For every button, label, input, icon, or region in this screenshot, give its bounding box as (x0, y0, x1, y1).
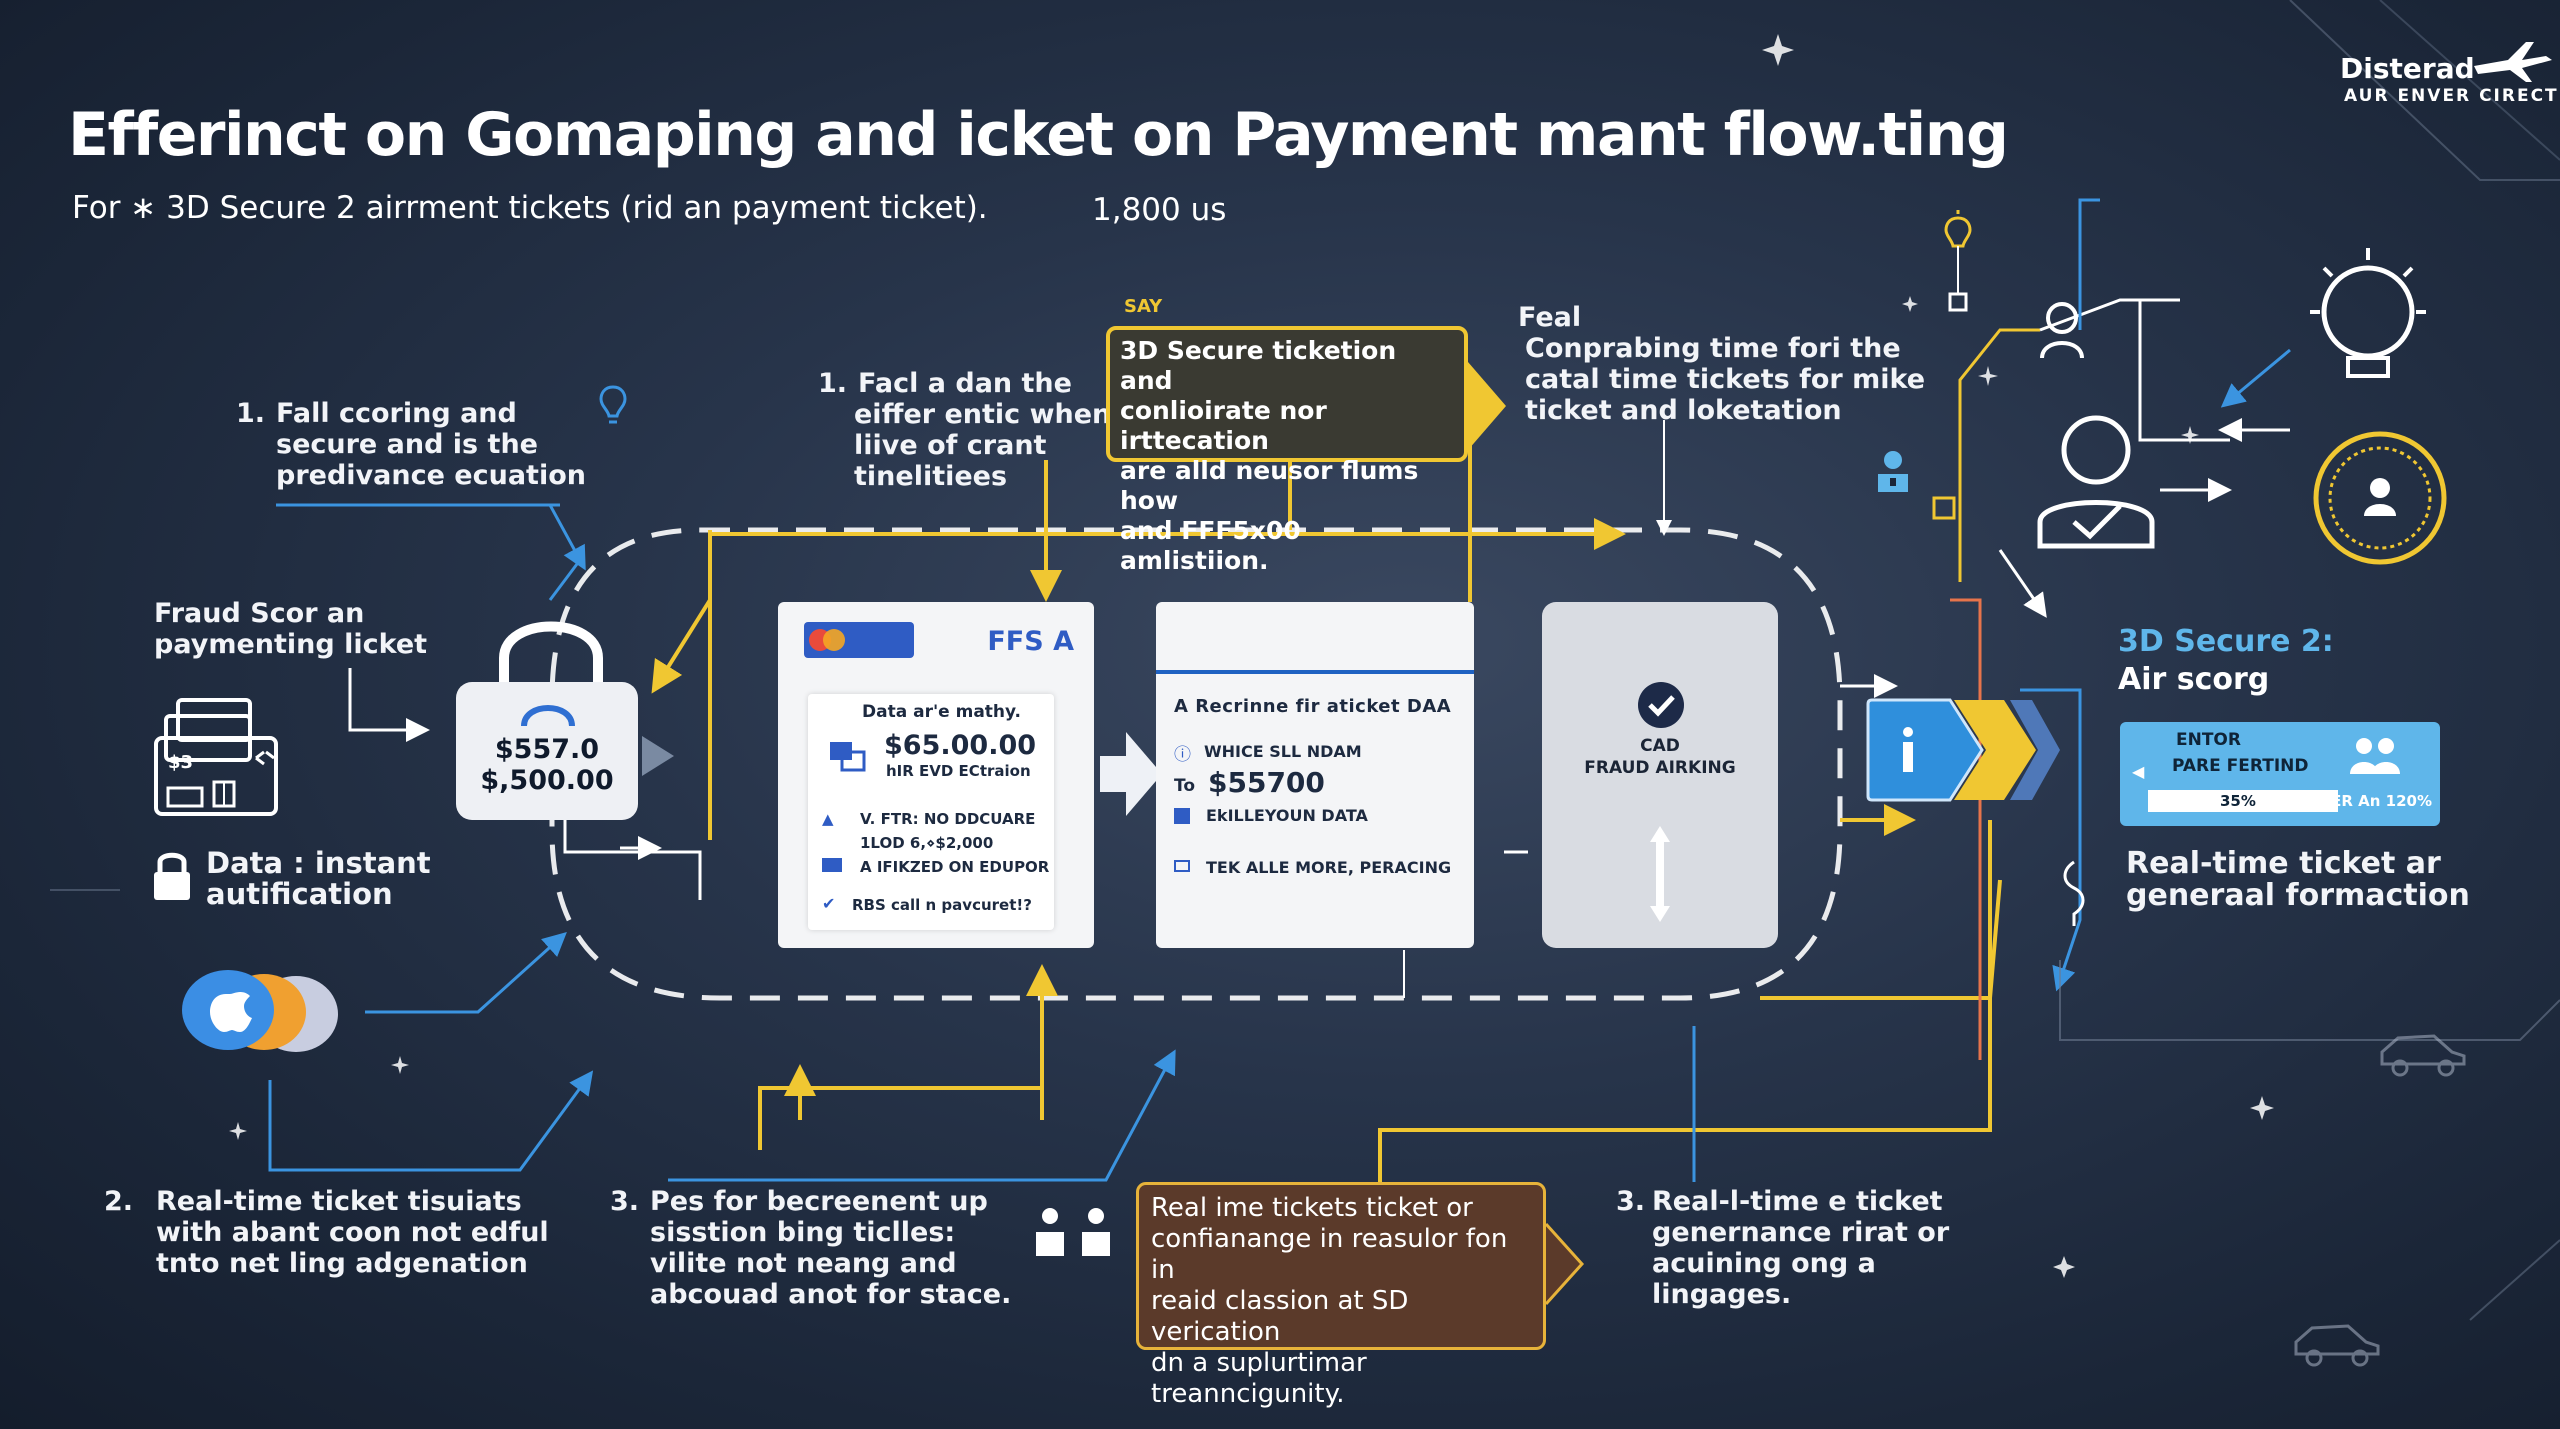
right-heading-2: Air scorg (2118, 662, 2270, 697)
score-bar: 35% (2148, 790, 2338, 812)
transfer-icon (830, 742, 866, 772)
lock-arc-icon (521, 705, 575, 727)
info-icon: ⓘ (1174, 745, 1191, 765)
user-badge-icon (2040, 302, 2084, 359)
brand-tagline: AUR ENVER CIRECT (2344, 86, 2559, 106)
note-real-time-bottom: 2.Real-time ticket tisuiats with abant c… (104, 1186, 549, 1279)
arrow-right-icon (642, 736, 674, 776)
note-facl: 1.Facl a dan the eiffer entic when liive… (818, 368, 1112, 492)
page-subtitle: For ∗ 3D Secure 2 airrment tickets (rid … (72, 190, 988, 226)
ticket2-to-label: To (1174, 776, 1196, 796)
lightbulb-icon (599, 385, 627, 424)
padlock-shackle-icon (499, 621, 603, 692)
ticket-caption: Data ar'e mathy. (862, 702, 1022, 722)
ticket-line-3: A IFIKZED ON EDUPOR (860, 858, 1050, 876)
payment-card-icon (154, 698, 278, 816)
ticket-line-4: RBS call n pavcuret!? (852, 896, 1032, 914)
lock-icon (154, 852, 190, 900)
users-icon (2350, 738, 2400, 774)
note-data-instant: Data : instant autification (206, 846, 431, 911)
home-icon: ▲ (822, 810, 834, 828)
ticket-line-1: V. FTR: NO DDCUARE (860, 810, 1036, 828)
people-icon (1036, 1208, 1110, 1256)
callout-pointer-icon (1468, 362, 1506, 450)
brand-name: Disterad (2340, 52, 2475, 85)
note-real-time-right: Real-time ticket ar generaal formaction (2126, 846, 2470, 913)
ticket2-header: A Recrinne fir aticket DAA (1174, 696, 1452, 717)
list-icon (1174, 860, 1190, 872)
score-panel[interactable]: ◀ ENTOR PARE FERTIND 35% APER An 120% (2120, 722, 2440, 826)
ticket2-line-3: EkILLEYOUN DATA (1206, 806, 1368, 825)
mail-icon (822, 858, 842, 872)
note-fraud-score: Fraud Scor an paymenting licket (154, 598, 428, 660)
secure-user-ring-icon (2313, 431, 2447, 565)
doc-icon (1174, 808, 1190, 824)
subtitle-value: 1,800 us (1092, 192, 1227, 228)
connector-knot-icon (2063, 860, 2085, 926)
card-amount-label: $3 (168, 752, 194, 773)
verified-user-icon (2037, 415, 2155, 549)
ticket2-line-4: TEK ALLE MORE, PERACING (1206, 858, 1452, 877)
back-arrow-icon: ◀ (2132, 762, 2145, 781)
fraud-card-line-2: FRAUD AIRKING (1584, 758, 1736, 778)
verification-chevrons (1866, 698, 2060, 802)
callout-3d-secure: 3D Secure ticketion and conlioirate nor … (1106, 326, 1468, 575)
user-lock-icon (1878, 451, 1908, 492)
idea-bulb-icon (2310, 248, 2426, 378)
car-outline-icon-2 (2294, 1324, 2380, 1367)
payment-methods-icon (182, 970, 338, 1052)
ticket2-amount: $55700 (1208, 766, 1325, 799)
note-real-time-ticket: 3.Real-l-time e ticket genernance rirat … (1616, 1186, 1950, 1310)
up-down-arrow-icon (1650, 826, 1670, 922)
right-heading-1: 3D Secure 2: (2118, 624, 2334, 659)
check-icon: ✔ (822, 894, 836, 913)
ticket-amount-sub: hIR EVD ECtraion (886, 762, 1031, 780)
fraud-card-line-1: CAD (1640, 736, 1680, 756)
card-strip (804, 622, 914, 658)
ticket-card-body: Data ar'e mathy. $65.00.00 hIR EVD ECtra… (808, 694, 1054, 930)
price-line-1: $557.0 (494, 734, 600, 765)
ticket-line-2: 1LOD 6,⋄$2,000 (860, 834, 994, 852)
panel-label-1: ENTOR (2176, 730, 2241, 750)
mastercard-icon (809, 629, 845, 651)
say-label: SAY (1124, 296, 1163, 317)
callout-real-time: Real ime tickets ticket or confianange i… (1136, 1182, 1546, 1409)
ticket-card-ffs[interactable]: FFS A Data ar'e mathy. $65.00.00 hIR EVD… (778, 602, 1094, 948)
bulb-sensor-icon (1944, 210, 1972, 312)
process-arrow-icon (1100, 732, 1162, 816)
airplane-icon (2474, 42, 2552, 82)
note-fall-scoring: 1.Fall ccoring and secure and is the pre… (236, 398, 586, 491)
ticket-top-rule (1156, 670, 1474, 674)
ticket-amount: $65.00.00 (884, 730, 1037, 761)
price-line-2: $,500.00 (480, 765, 614, 796)
note-feal: Feal Conprabing time fori the catal time… (1518, 302, 1926, 426)
page-title: Efferinct on Gomaping and icket on Payme… (68, 100, 2009, 170)
ticket-card-header: FFS A (987, 626, 1074, 657)
check-circle-icon (1638, 682, 1684, 728)
car-outline-icon (2380, 1034, 2466, 1077)
note-pes: 3.Pes for becreenent up sisstion bing ti… (610, 1186, 1012, 1310)
callout-brown-pointer-icon (1544, 1222, 1585, 1306)
panel-value: APER An 120% (2308, 792, 2432, 810)
panel-label-2: PARE FERTIND (2172, 756, 2309, 776)
ticket-card-details[interactable]: A Recrinne fir aticket DAA ⓘ WHICE SLL N… (1156, 602, 1474, 948)
price-card: $557.0 $,500.00 (456, 682, 638, 820)
fraud-check-card[interactable]: CAD FRAUD AIRKING (1542, 602, 1778, 948)
node-square-icon (1932, 496, 1956, 520)
ticket2-line-1: WHICE SLL NDAM (1204, 742, 1362, 761)
